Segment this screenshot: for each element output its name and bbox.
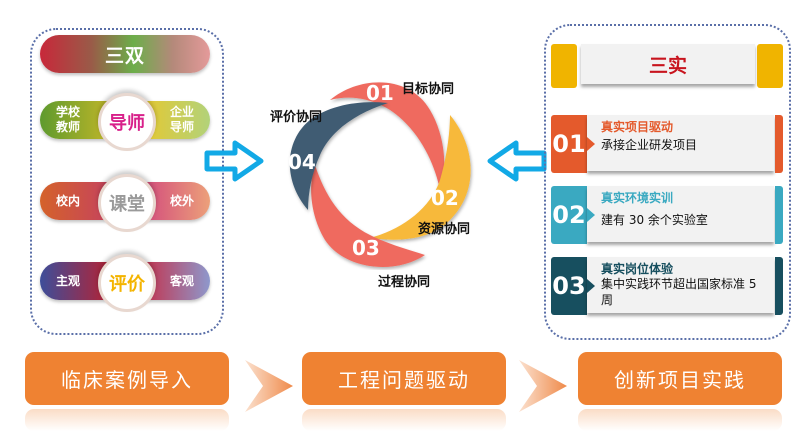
item-description: 集中实践环节超出国家标准 5 周: [601, 277, 757, 307]
cycle-num-03: 03: [352, 236, 380, 260]
item-accent: [775, 186, 783, 244]
chevron-right-icon: [519, 360, 567, 412]
pill-left-label: 主观: [55, 273, 80, 288]
evaluation-pill: 主观 评价 客观: [40, 254, 210, 312]
real-item-01: 01 真实项目驱动 承接企业研发项目: [551, 115, 783, 173]
cycle-label-02: 资源协同: [418, 222, 471, 237]
left-arrow-icon: [487, 140, 547, 182]
three-dual-panel: [30, 28, 224, 335]
pill-right-label: 企业导师: [169, 105, 194, 134]
pill-center-label: 课堂: [98, 174, 156, 232]
three-real-panel: [544, 24, 791, 340]
cycle-num-02: 02: [431, 186, 459, 210]
pill-center-label: 评价: [98, 254, 156, 312]
right-arrow-icon: [204, 140, 264, 182]
header-accent-left: [551, 44, 577, 88]
pill-left-label: 校内: [55, 193, 80, 208]
process-step-1-reflection: [25, 409, 229, 431]
cycle-num-01: 01: [366, 81, 394, 105]
process-step-2: 工程问题驱动: [302, 352, 506, 405]
process-step-3: 创新项目实践: [578, 352, 782, 405]
item-card: 真实岗位体验 集中实践环节超出国家标准 5 周: [587, 257, 774, 313]
item-number: 01: [551, 115, 587, 173]
pill-center-label: 导师: [98, 93, 156, 151]
cycle-num-04: 04: [288, 150, 316, 174]
item-title: 真实项目驱动: [601, 120, 674, 134]
item-accent: [775, 257, 783, 315]
process-step-2-reflection: [302, 409, 506, 431]
real-item-03: 03 真实岗位体验 集中实践环节超出国家标准 5 周: [551, 257, 783, 315]
item-pointer-icon: [587, 137, 595, 151]
item-pointer-icon: [587, 279, 595, 293]
three-real-header: 三实: [551, 44, 783, 88]
item-accent: [775, 115, 783, 173]
item-card: 真实项目驱动 承接企业研发项目: [587, 115, 774, 171]
item-title: 真实环境实训: [601, 191, 674, 205]
classroom-pill: 校内 课堂 校外: [40, 174, 210, 232]
mentor-pill: 学校教师 导师 企业导师: [40, 93, 210, 151]
item-description: 承接企业研发项目: [601, 138, 698, 152]
item-description: 建有 30 余个实验室: [601, 213, 708, 227]
cycle-label-03: 过程协同: [378, 275, 431, 290]
process-step-1: 临床案例导入: [25, 352, 229, 405]
item-title: 真实岗位体验: [601, 262, 674, 276]
item-number: 02: [551, 186, 587, 244]
cycle-segment-03: [311, 165, 425, 267]
process-step-3-reflection: [578, 409, 782, 431]
collaboration-cycle: [289, 82, 471, 267]
cycle-label-01: 目标协同: [402, 82, 455, 97]
pill-left-label: 学校教师: [55, 105, 80, 134]
cycle-segment-02: [370, 115, 471, 240]
cycle-label-04: 评价协同: [270, 110, 323, 125]
cycle-segment-01: [330, 82, 445, 190]
item-number: 03: [551, 257, 587, 315]
three-dual-title: 三双: [40, 35, 210, 73]
pill-right-label: 校外: [169, 193, 194, 208]
chevron-right-icon: [245, 360, 293, 412]
item-pointer-icon: [587, 208, 595, 222]
three-real-title: 三实: [581, 44, 755, 84]
header-accent-right: [757, 44, 783, 88]
real-item-02: 02 真实环境实训 建有 30 余个实验室: [551, 186, 783, 244]
pill-right-label: 客观: [169, 273, 194, 288]
item-card: 真实环境实训 建有 30 余个实验室: [587, 186, 774, 242]
cycle-segment-04: [289, 102, 388, 210]
